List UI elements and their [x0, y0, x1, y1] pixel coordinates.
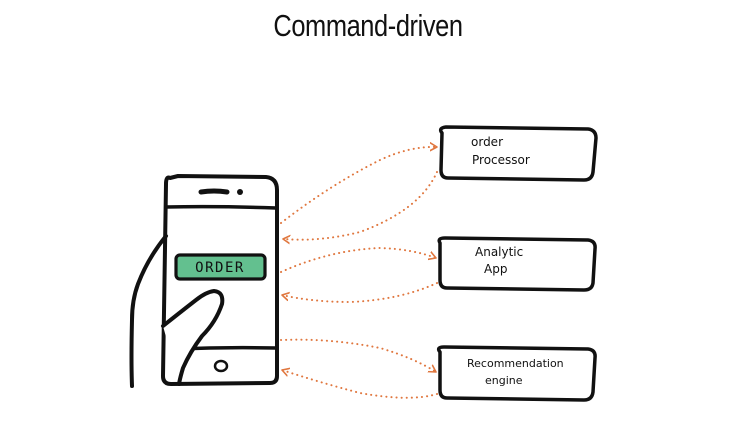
order-button-fill [174, 253, 267, 281]
arrow-to-analytic-app [280, 246, 437, 273]
arrow-to-recommendation-engine [280, 338, 437, 373]
service-box-order-processor: order Processor [438, 125, 598, 182]
phone-home-button-icon [213, 359, 229, 373]
service-label-line1: Analytic [475, 245, 523, 259]
service-box-outline [438, 125, 598, 182]
service-label-line2: App [484, 262, 507, 276]
arrows [280, 147, 438, 399]
arrow-from-analytic-app [281, 282, 438, 304]
service-label-line1: order [471, 135, 503, 149]
order-button[interactable]: ORDER [174, 253, 267, 281]
order-button-label: ORDER [195, 260, 245, 276]
service-box-outline [437, 236, 597, 292]
service-label-line2: engine [485, 374, 523, 387]
hand-outline [129, 234, 168, 388]
hand-thumb [161, 289, 225, 386]
service-box-analytic-app: Analytic App [437, 236, 597, 292]
phone-screen-top-line [164, 204, 278, 210]
diagram-title: Command-driven [273, 8, 463, 43]
arrow-from-order-processor [282, 171, 438, 240]
hand [129, 234, 225, 388]
service-label-line1: Recommendation [467, 357, 564, 370]
service-box-recommendation-engine: Recommendation engine [436, 345, 597, 402]
service-box-outline [436, 345, 597, 402]
arrow-from-recommendation-engine [281, 370, 438, 399]
phone-camera [237, 189, 243, 195]
service-label-line2: Processor [472, 153, 530, 167]
phone-speaker [198, 188, 230, 195]
arrow-to-order-processor [280, 147, 438, 224]
